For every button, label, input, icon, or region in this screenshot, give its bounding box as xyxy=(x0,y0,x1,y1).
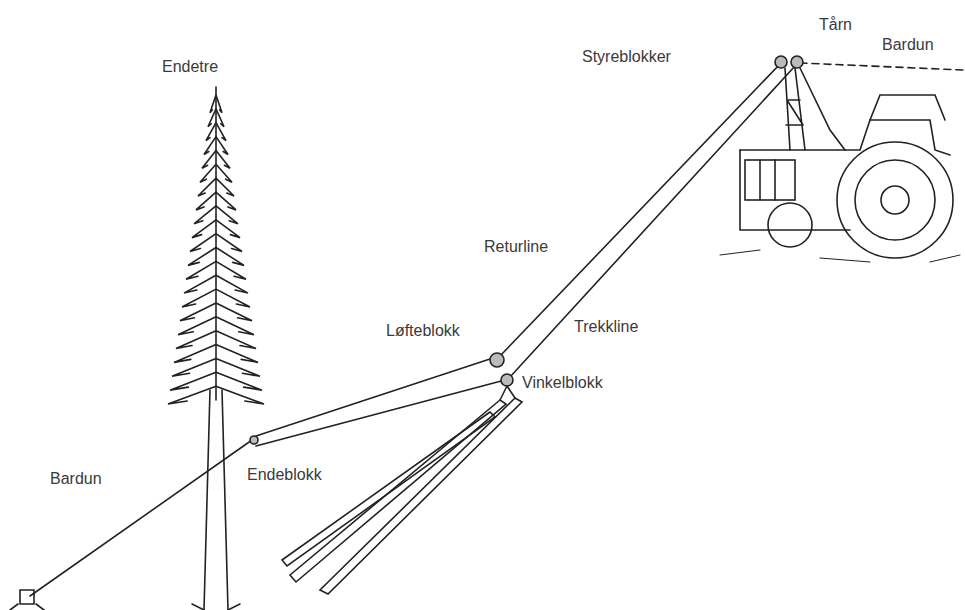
guy-line xyxy=(30,440,252,596)
return-line xyxy=(500,64,780,356)
log xyxy=(320,398,522,594)
part-label: Endetre xyxy=(160,58,220,76)
tree-stem xyxy=(215,87,217,400)
part-label: Bardun xyxy=(48,470,104,488)
part-label: Endeblokk xyxy=(245,466,324,484)
part-label: Bardun xyxy=(880,36,936,54)
part-label: Løfteblokk xyxy=(384,322,462,340)
log xyxy=(290,400,506,582)
guide-block xyxy=(775,56,787,68)
part-label: Vinkelblokk xyxy=(520,374,605,392)
tree-crown xyxy=(168,87,264,404)
tower xyxy=(785,68,805,150)
choker xyxy=(500,386,515,400)
pull-line xyxy=(510,66,795,377)
part-label: Trekkline xyxy=(572,318,640,336)
angle-block xyxy=(501,374,513,386)
tractor xyxy=(720,68,960,262)
tree-roots xyxy=(192,604,240,610)
stump xyxy=(10,590,44,610)
guide-block xyxy=(791,56,803,68)
part-label: Tårn xyxy=(817,16,854,34)
skyline xyxy=(256,358,493,436)
tree-trunk xyxy=(204,390,228,610)
part-label: Returline xyxy=(482,238,550,256)
end-block xyxy=(250,436,258,444)
lift-block xyxy=(490,353,504,367)
log xyxy=(282,412,495,566)
guy-line xyxy=(800,63,963,70)
part-label: Styreblokker xyxy=(580,48,673,66)
